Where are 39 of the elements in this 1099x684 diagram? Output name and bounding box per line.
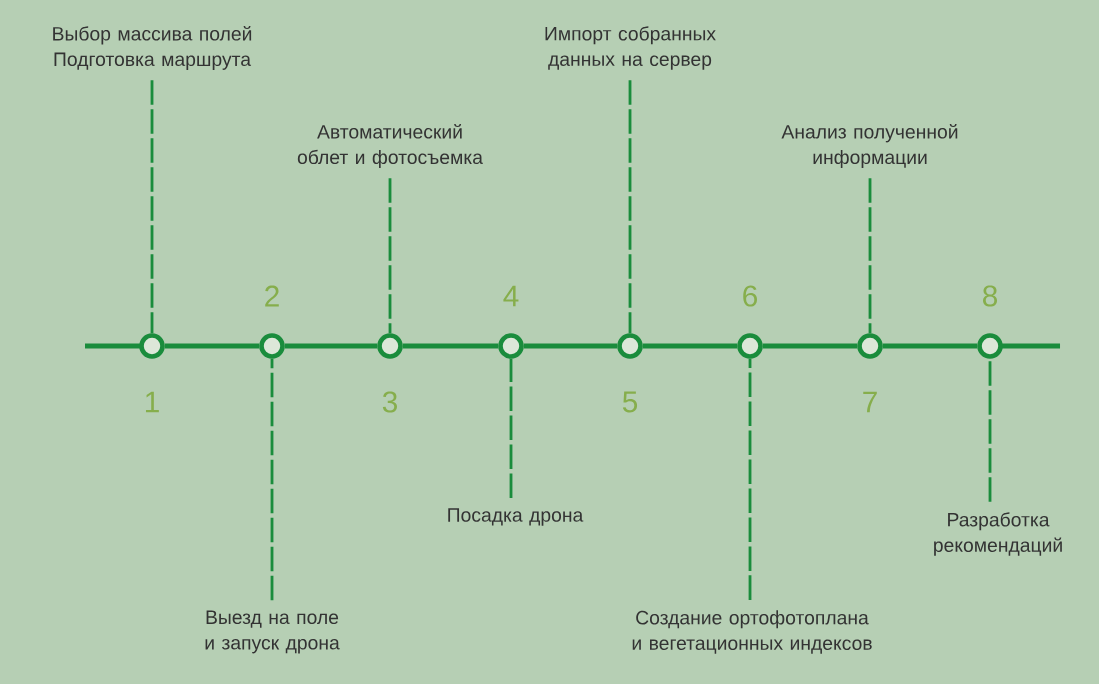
step-label: Создание ортофотоплана и вегетационных индексов: [632, 610, 872, 654]
leader-line: [628, 80, 632, 334]
timeline-line: [523, 343, 618, 349]
leader-line: [868, 178, 872, 334]
timeline-line: [762, 343, 858, 349]
step-number: 5: [622, 391, 638, 413]
timeline-circle: [377, 333, 403, 359]
leader-line: [270, 358, 274, 601]
step-number: 7: [863, 391, 877, 413]
timeline-circle: [498, 333, 524, 359]
leader-line: [388, 178, 392, 334]
step-number: 3: [382, 391, 397, 413]
step-number: 4: [503, 285, 519, 307]
step-label: Посадка дрона: [448, 508, 584, 526]
step-label: Разработка рекомендаций: [934, 512, 1062, 556]
timeline-circle: [617, 333, 643, 359]
timeline-circle: [977, 333, 1003, 359]
leader-line: [988, 358, 992, 502]
step-number: 2: [265, 285, 279, 307]
step-label: Выезд на поле и запуск дрона: [205, 610, 340, 654]
timeline-line: [882, 343, 978, 349]
timeline-circle: [857, 333, 883, 359]
timeline-circle: [259, 333, 285, 359]
step-number: 1: [146, 391, 159, 413]
step-label: Выбор массива полей Подготовка маршрута: [53, 26, 252, 70]
timeline-circle: [139, 333, 165, 359]
step-number: 6: [743, 285, 757, 307]
step-label: Импорт собранных данных на сервер: [545, 26, 716, 70]
timeline-line: [284, 343, 378, 349]
leader-line: [509, 358, 513, 498]
leader-line: [748, 358, 752, 600]
timeline-line: [642, 343, 738, 349]
step-label: Автоматический облет и фотосъемка: [297, 124, 483, 168]
step-label: Анализ полученной информации: [781, 124, 958, 168]
timeline-line: [402, 343, 499, 349]
timeline-line: [164, 343, 260, 349]
step-number: 8: [983, 285, 998, 307]
timeline-circle: [737, 333, 763, 359]
leader-line: [150, 80, 154, 334]
